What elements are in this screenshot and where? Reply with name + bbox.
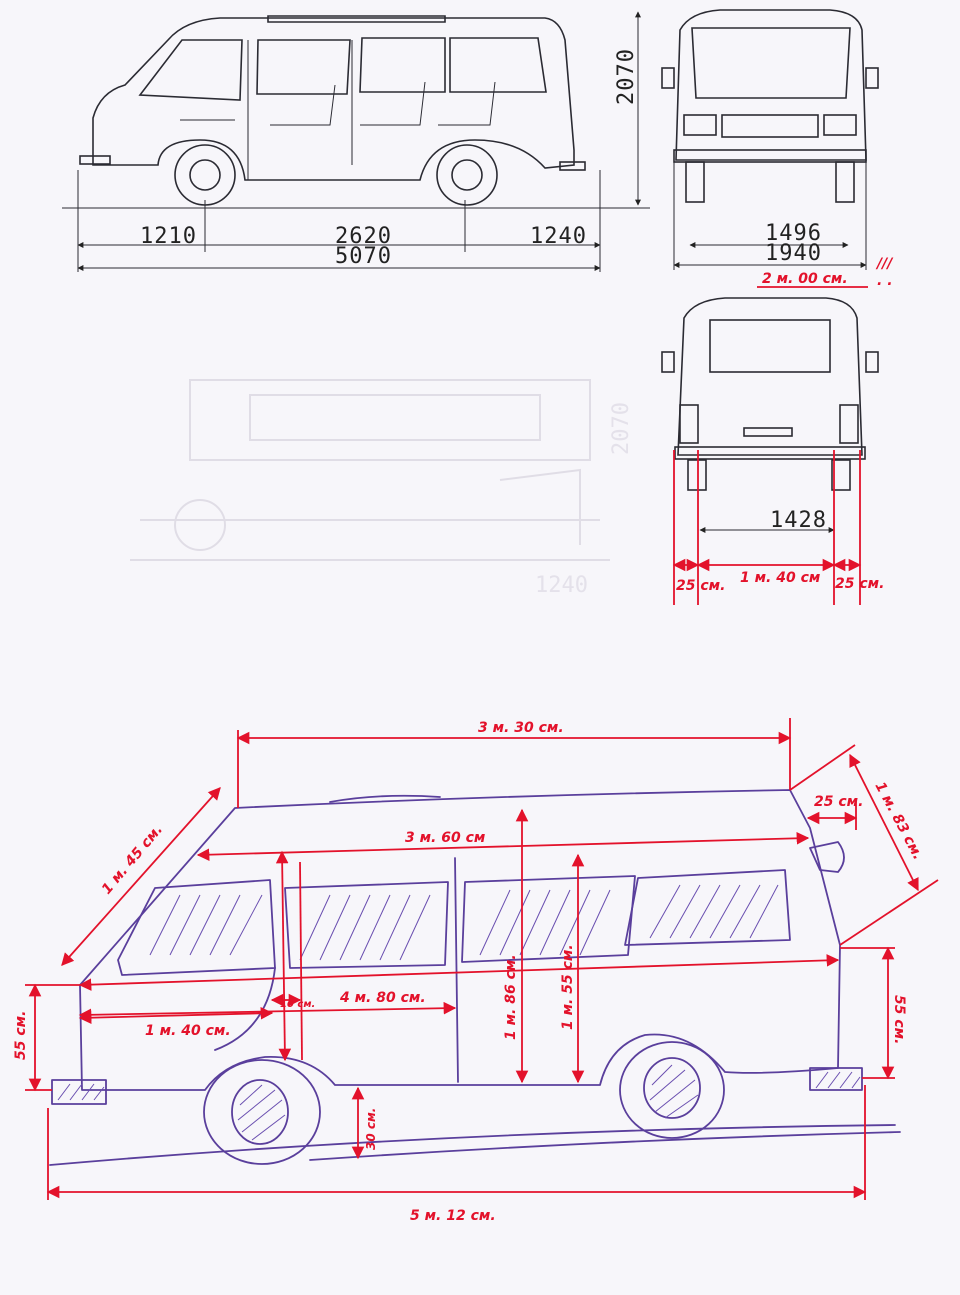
- front-section-label: 1 м. 40 см.: [145, 1023, 231, 1039]
- ghost-overhang-text: 1240: [535, 573, 588, 598]
- side-view-blueprint: 1210 2620 1240 5070 2070: [62, 11, 650, 272]
- hand-sketch: 3 м. 30 см. 1 м. 45 см. 3 м. 60 см 25 см…: [13, 718, 939, 1224]
- wheel-arch-height-label: 30 см.: [364, 1108, 378, 1150]
- rear-view-blueprint: 1428 25 см. 1 м. 40 см 25 см.: [661, 297, 884, 605]
- roof-length-label: 3 м. 30 см.: [478, 720, 564, 736]
- handwritten-width-note: 2 м. 00 см.: [762, 271, 848, 287]
- handwritten-dots: . .: [877, 273, 893, 289]
- door-gap-label: 10 см.: [280, 999, 315, 1010]
- total-length-label: 5 м. 12 см.: [410, 1208, 496, 1224]
- rear-bumper-height-label: 55 см.: [891, 995, 907, 1044]
- rear-track-dimension: 1428: [770, 508, 827, 533]
- handwritten-check-mark: ///: [875, 256, 894, 272]
- front-view-blueprint: 1496 1940 2 м. 00 см. /// . .: [661, 9, 894, 289]
- front-track-dimension: 1496: [765, 221, 822, 246]
- overall-length-dimension: 5070: [335, 244, 392, 269]
- ghost-height-text: 2070: [609, 402, 634, 455]
- front-bumper-height-label: 55 см.: [13, 1011, 29, 1060]
- rear-center-width-note: 1 м. 40 см: [740, 570, 820, 586]
- rear-top-offset-label: 25 см.: [814, 794, 863, 810]
- ghost-bleedthrough: 2070 1240: [130, 379, 634, 598]
- rear-overhang-dimension: 1240: [530, 224, 587, 249]
- interior-height-rear-label: 1 м. 55 см.: [560, 944, 576, 1030]
- wheelbase-dimension: 2620: [335, 224, 392, 249]
- width-dimension: 1940: [765, 241, 822, 266]
- rear-left-margin-note: 25 см.: [676, 578, 725, 594]
- rear-right-margin-note: 25 см.: [835, 576, 884, 592]
- front-overhang-dimension: 1210: [140, 224, 197, 249]
- height-dimension: 2070: [614, 48, 639, 105]
- interior-height-front-label: 1 м. 86 см.: [503, 954, 519, 1040]
- body-length-label: 4 м. 80 см.: [339, 990, 426, 1006]
- upper-length-label: 3 м. 60 см: [405, 830, 485, 846]
